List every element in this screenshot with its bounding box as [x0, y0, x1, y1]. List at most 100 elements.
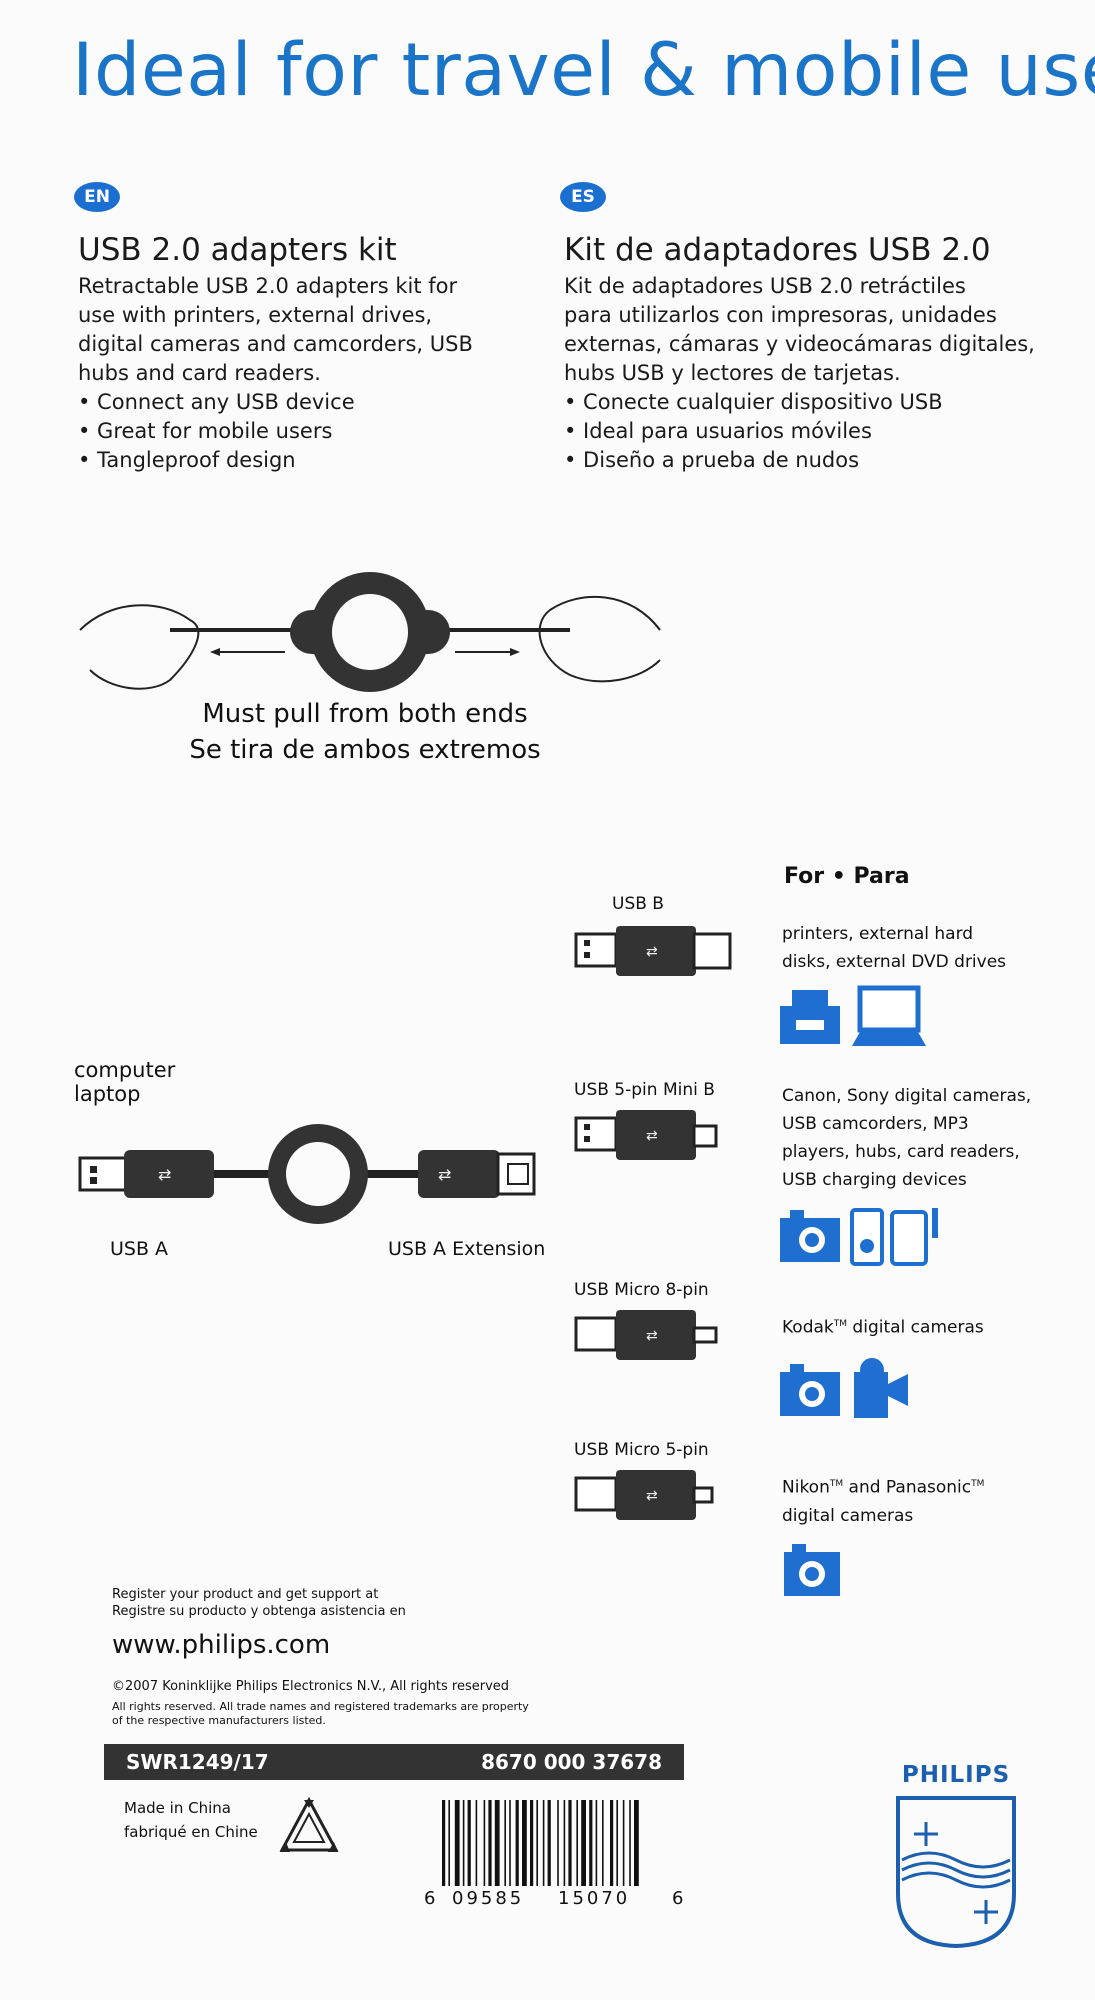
en-heading: USB 2.0 adapters kit — [78, 232, 397, 268]
barcode-bar — [547, 1800, 551, 1886]
svg-text:⇄: ⇄ — [646, 1328, 658, 1344]
usb-b-adapter-illustration: ⇄ — [574, 926, 732, 976]
barcode-bar — [442, 1800, 446, 1886]
es-heading: Kit de adaptadores USB 2.0 — [564, 232, 991, 268]
pull-illustration — [79, 572, 661, 692]
adapter-label-usb-mini-b: USB 5-pin Mini B — [574, 1080, 715, 1100]
usb-mini-b-description: Canon, Sony digital cameras, USB camcord… — [782, 1082, 1031, 1194]
usb-a-label: USB A — [110, 1238, 169, 1260]
barcode-bar — [536, 1800, 538, 1886]
model-number: SWR1249/17 — [126, 1750, 269, 1774]
en-description: Retractable USB 2.0 adapters kit for use… — [78, 272, 473, 475]
barcode-bar — [622, 1800, 625, 1886]
barcode-bar — [595, 1800, 598, 1886]
model-bar: SWR1249/17 8670 000 37678 — [104, 1744, 684, 1780]
usb-mini-b-adapter-illustration: ⇄ — [574, 1110, 718, 1160]
adapter-label-usb-b: USB B — [612, 894, 664, 914]
barcode-bar — [448, 1800, 450, 1886]
website-link[interactable]: www.philips.com — [112, 1630, 331, 1660]
barcode: 6 09585 15070 6 — [424, 1800, 683, 1908]
laptop-label: laptop — [74, 1082, 141, 1106]
philips-shield-icon — [896, 1796, 1016, 1949]
barcode-bar — [629, 1800, 631, 1886]
register-en: Register your product and get support at — [112, 1587, 379, 1602]
usb-b-device-icons — [780, 985, 926, 1046]
en-bullet: • Connect any USB device — [78, 390, 355, 414]
product-code: 8670 000 37678 — [481, 1750, 662, 1774]
pull-caption-en: Must pull from both ends — [202, 699, 528, 729]
recycle-icon — [279, 1796, 339, 1852]
desc-line: Canon, Sony digital cameras, — [782, 1086, 1032, 1106]
usb-b-description: printers, external hard disks, external … — [782, 920, 1006, 976]
es-bullets: • Conecte cualquier dispositivo USB • Id… — [564, 388, 1035, 475]
barcode-bar — [563, 1800, 566, 1886]
barcode-bar — [616, 1800, 618, 1886]
desc-line: NikonTM and PanasonicTM — [782, 1470, 984, 1502]
register-es: Registre su producto y obtenga asistenci… — [112, 1604, 406, 1619]
barcode-bar — [568, 1800, 572, 1886]
pull-caption-es: Se tira de ambos extremos — [189, 735, 541, 765]
philips-logo: PHILIPS — [892, 1762, 1020, 1952]
cable-device-labels: computer laptop — [74, 1058, 175, 1106]
made-in-fr: fabriqué en Chine — [124, 1823, 258, 1841]
desc-brand: Kodak — [782, 1317, 834, 1338]
desc-brand: and Panasonic — [843, 1477, 972, 1498]
made-in-text: Made in China fabriqué en Chine — [124, 1796, 258, 1844]
barcode-bar — [515, 1800, 519, 1886]
camera-icon — [780, 1364, 840, 1416]
usb-micro-8pin-description: KodakTM digital cameras — [782, 1310, 984, 1342]
usb-micro-8pin-adapter-illustration: ⇄ — [574, 1310, 718, 1360]
adapter-label-usb-micro-8pin: USB Micro 8-pin — [574, 1280, 709, 1300]
barcode-bar — [557, 1800, 559, 1886]
camera-icon — [780, 1210, 840, 1262]
barcode-bar — [581, 1800, 586, 1886]
rights-text: All rights reserved. All trade names and… — [112, 1700, 529, 1728]
svg-text:⇄: ⇄ — [438, 1165, 451, 1184]
usb-mini-b-device-icons — [780, 1208, 938, 1266]
usb-micro-5pin-adapter-illustration: ⇄ — [574, 1470, 714, 1520]
usb-a-extension-label: USB A Extension — [388, 1238, 546, 1260]
svg-text:⇄: ⇄ — [646, 1128, 658, 1144]
computer-label: computer — [74, 1058, 176, 1082]
es-line: hubs USB y lectores de tarjetas. — [564, 361, 901, 385]
en-line: use with printers, external drives, — [78, 303, 433, 327]
page-title: Ideal for travel & mobile use — [72, 28, 1095, 113]
trademark: TM — [971, 1479, 985, 1489]
barcode-bar — [634, 1800, 639, 1886]
barcode-bar — [589, 1800, 593, 1886]
barcode-digit: 15070 — [558, 1888, 630, 1908]
trademark: TM — [829, 1479, 844, 1489]
rights-line: All rights reserved. All trade names and… — [112, 1700, 529, 1713]
es-line: para utilizarlos con impresoras, unidade… — [564, 303, 997, 327]
printer-icon — [780, 990, 840, 1044]
en-bullet: • Tangleproof design — [78, 448, 296, 472]
laptop-icon — [852, 985, 926, 1046]
desc-line: USB camcorders, MP3 — [782, 1114, 969, 1134]
desc-line: digital cameras — [782, 1505, 914, 1526]
barcode-bar — [542, 1800, 545, 1886]
desc-line: disks, external DVD drives — [782, 952, 1007, 972]
mp3-player-icon — [850, 1208, 884, 1266]
es-bullet: • Ideal para usuarios móviles — [564, 419, 872, 443]
desc-line: players, hubs, card readers, — [782, 1142, 1020, 1162]
svg-text:⇄: ⇄ — [646, 1488, 658, 1504]
barcode-bar — [602, 1800, 604, 1886]
barcode-bar — [610, 1800, 614, 1886]
barcode-bar — [522, 1800, 527, 1886]
es-description: Kit de adaptadores USB 2.0 retráctiles p… — [564, 272, 1035, 475]
desc-rest: digital cameras — [847, 1317, 984, 1338]
en-line: digital cameras and camcorders, USB — [78, 332, 473, 356]
barcode-bar — [462, 1800, 465, 1886]
desc-line: USB charging devices — [782, 1170, 967, 1190]
rights-line: of the respective manufacturers listed. — [112, 1714, 326, 1727]
pda-icon — [890, 1208, 938, 1266]
svg-text:⇄: ⇄ — [158, 1165, 171, 1184]
barcode-bar — [483, 1800, 486, 1886]
barcode-bar — [494, 1800, 500, 1886]
svg-text:⇄: ⇄ — [646, 944, 658, 960]
usb-micro-5pin-description: NikonTM and PanasonicTM digital cameras — [782, 1470, 984, 1530]
language-badge-en: EN — [74, 182, 120, 212]
language-badge-es: ES — [560, 182, 606, 212]
desc-line: printers, external hard — [782, 924, 974, 944]
made-in-en: Made in China — [124, 1799, 231, 1817]
